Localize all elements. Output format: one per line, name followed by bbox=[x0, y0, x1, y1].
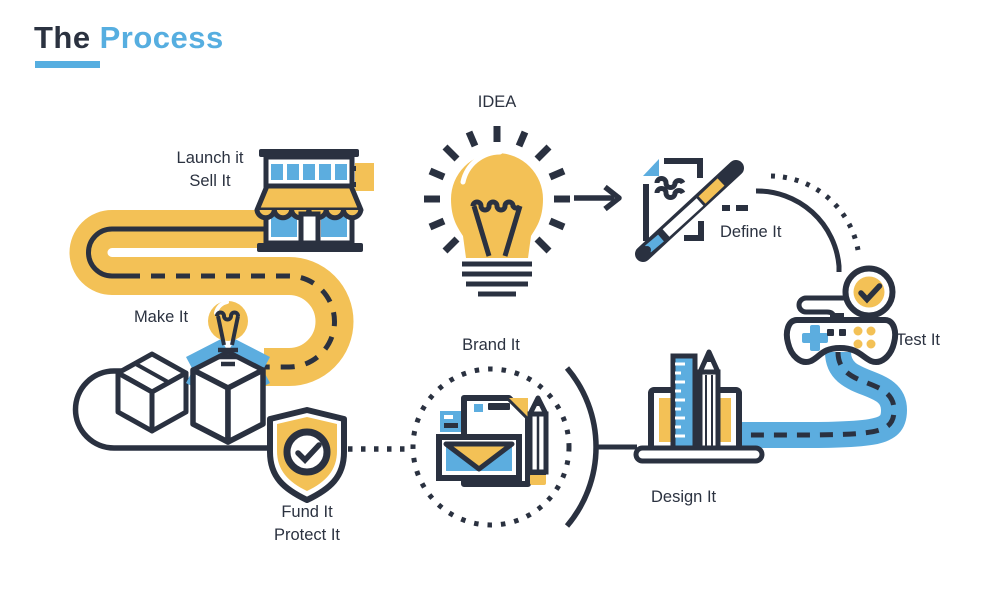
storefront-icon bbox=[254, 149, 374, 252]
label-launch: Launch it bbox=[176, 149, 244, 167]
idea-lightbulb-icon bbox=[424, 126, 570, 297]
ruler-icon bbox=[670, 353, 698, 451]
pen-icon bbox=[635, 160, 744, 262]
loop-connector bbox=[72, 368, 268, 451]
dotted-circle bbox=[410, 366, 572, 528]
label-make: Make It bbox=[133, 308, 189, 326]
brand-stationery-icon bbox=[436, 395, 549, 487]
game-controller-icon bbox=[783, 313, 899, 365]
title-process: Process bbox=[99, 20, 224, 55]
label-protect: Protect It bbox=[273, 526, 341, 544]
arrow-right-icon bbox=[574, 184, 622, 212]
title-underline bbox=[35, 61, 100, 68]
label-sell: Sell It bbox=[189, 172, 231, 190]
dash-pair bbox=[722, 205, 748, 211]
brand-connectors bbox=[410, 366, 637, 528]
mini-bulb-icon bbox=[208, 300, 248, 367]
laptop-design-icon bbox=[633, 349, 765, 464]
shield-check-icon bbox=[267, 407, 347, 503]
label-fund: Fund It bbox=[281, 503, 333, 521]
title-the: The bbox=[34, 20, 91, 55]
blue-ribbon-path bbox=[741, 350, 908, 449]
bulb-rays bbox=[424, 126, 570, 254]
closed-box-icon bbox=[115, 351, 189, 434]
yellow-ribbon-path bbox=[69, 210, 354, 386]
pencil-icon bbox=[697, 349, 721, 451]
business-card-icon bbox=[440, 411, 464, 432]
test-check-circle-icon bbox=[842, 265, 896, 319]
label-test: Test It bbox=[896, 331, 941, 349]
document-pen-icon bbox=[635, 158, 744, 262]
label-define: Define It bbox=[720, 223, 782, 241]
label-idea: IDEA bbox=[477, 93, 517, 111]
label-launch-sell: Launch it Sell It bbox=[155, 147, 265, 193]
brand-pencil-icon bbox=[527, 395, 549, 485]
shop-sign bbox=[355, 163, 374, 191]
label-fund-protect: Fund It Protect It bbox=[252, 501, 362, 547]
label-brand: Brand It bbox=[462, 336, 520, 354]
open-box-lightbulb-icon bbox=[186, 300, 270, 445]
envelope-icon bbox=[436, 434, 522, 481]
connector-define-test bbox=[755, 173, 861, 272]
label-design: Design It bbox=[651, 488, 717, 506]
awning-icon bbox=[254, 183, 364, 213]
